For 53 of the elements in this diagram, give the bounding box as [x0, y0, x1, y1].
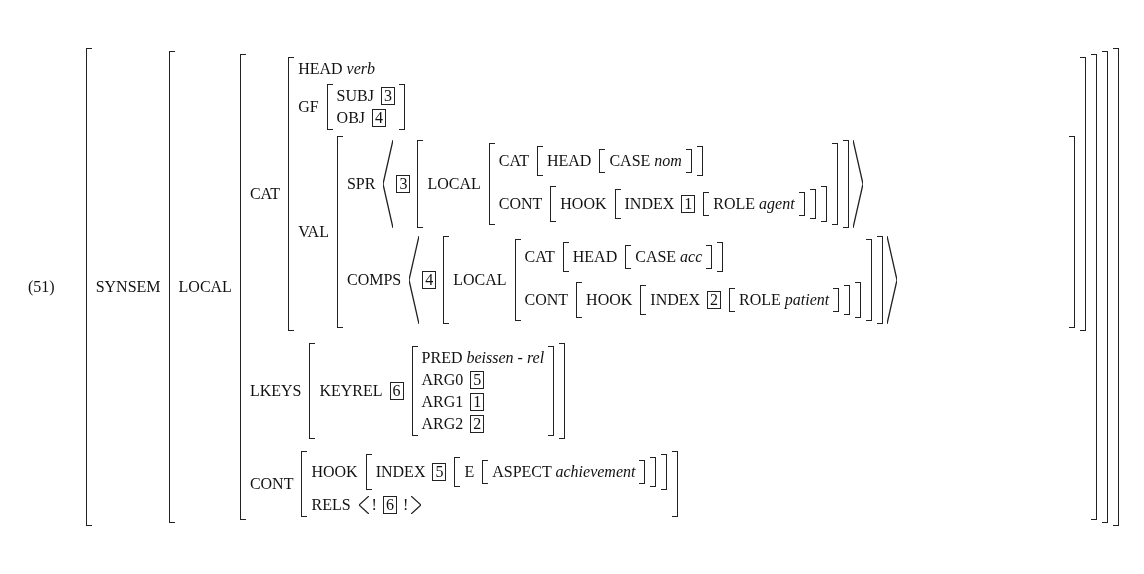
avm-text: INDEX [375, 463, 426, 481]
avm-text: CONT [498, 195, 543, 213]
tag-box: 2 [470, 415, 485, 433]
avm-text: INDEX [650, 291, 701, 309]
avm-text: ARG0 [421, 371, 464, 389]
avm-text: LOCAL [453, 271, 507, 289]
avm-text: ROLE patient [739, 291, 830, 309]
avm-text: HOOK [311, 463, 358, 481]
avm-text: ASPECT achievement [492, 463, 636, 481]
tag-box: 3 [380, 87, 395, 105]
avm-text: CASE acc [635, 248, 703, 266]
avm-text: CONT [249, 475, 294, 493]
avm-text: LOCAL [427, 175, 481, 193]
avm-text: PRED beissen - rel [421, 349, 545, 367]
tag-box: 5 [432, 463, 447, 481]
avm-text: HEAD [547, 152, 592, 170]
list-delimiter: ! [371, 496, 377, 514]
avm-text: RELS [311, 496, 351, 514]
tag-box: 4 [422, 271, 437, 289]
avm-text: COMPS [346, 271, 402, 289]
avm-text: CONT [524, 291, 569, 309]
tag-box: 1 [681, 195, 696, 213]
tag-box: 3 [396, 175, 411, 193]
avm-text: ROLE agent [713, 195, 795, 213]
tag-box: 5 [470, 371, 485, 389]
avm-text: CAT [249, 185, 281, 203]
avm-text: LOCAL [178, 278, 232, 296]
avm-text: LKEYS [249, 382, 302, 400]
avm-text: E [464, 463, 475, 481]
tag-box: 2 [707, 291, 722, 309]
avm-text: GF [298, 98, 319, 116]
avm-text: VAL [298, 223, 329, 241]
avm-text: SPR [346, 175, 376, 193]
avm-text: HOOK [560, 195, 607, 213]
tag-box: 6 [382, 496, 397, 514]
avm-text: CASE nom [609, 152, 682, 170]
avm-text: KEYREL [319, 382, 383, 400]
avm-text: SYNSEM [95, 278, 161, 296]
list-delimiter: ! [402, 496, 409, 514]
avm-text: OBJ [336, 109, 366, 127]
avm-text: ARG2 [421, 415, 464, 433]
avm-text: HOOK [586, 291, 633, 309]
example-number: (51) [28, 278, 55, 296]
tag-box: 6 [389, 382, 404, 400]
avm-text: INDEX [624, 195, 675, 213]
tag-box: 4 [372, 109, 387, 127]
avm-text: HEAD [572, 248, 618, 266]
avm-text: HEAD verb [298, 60, 375, 78]
avm-text: CAT [498, 152, 529, 170]
avm-text: SUBJ [336, 87, 374, 105]
tag-box: 1 [470, 393, 485, 411]
avm-text: ARG1 [421, 393, 464, 411]
avm-text: CAT [524, 248, 555, 266]
